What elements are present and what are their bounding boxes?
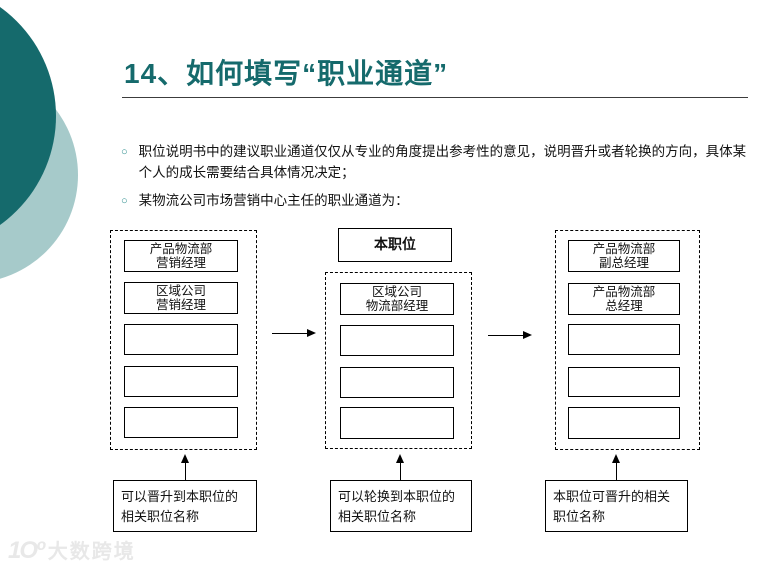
box-line: 本职位 bbox=[374, 236, 416, 253]
box-line: 区域公司 bbox=[155, 284, 206, 298]
box-line: 副总经理 bbox=[598, 256, 649, 270]
page-title: 14、如何填写“职业通道” bbox=[124, 58, 449, 89]
box-line: 产品物流部 bbox=[592, 285, 656, 299]
caption-line: 相关职位名称 bbox=[121, 508, 200, 524]
bullet-circle-icon: ○ bbox=[121, 146, 128, 158]
box-line: 区域公司 bbox=[371, 285, 422, 299]
caption-line: 可以轮换到本职位的 bbox=[338, 489, 456, 504]
bullet-list: ○ 职位说明书中的建议职业通道仅仅从专业的角度提出参考性的意见，说明晋升或者轮换… bbox=[121, 142, 749, 219]
box-line: 产品物流部 bbox=[149, 242, 213, 256]
watermark: 1Oº 大数跨境 bbox=[8, 535, 136, 565]
box-line: 产品物流部 bbox=[592, 242, 656, 256]
position-box: 产品物流部 营销经理 bbox=[124, 240, 238, 272]
position-box-empty bbox=[124, 324, 238, 355]
arrow-up-middle-caption bbox=[396, 454, 404, 480]
middle-column-container bbox=[325, 272, 472, 449]
caption-line: 可以晋升到本职位的 bbox=[121, 489, 239, 504]
position-box-empty bbox=[568, 407, 680, 439]
bullet-circle-icon: ○ bbox=[121, 194, 128, 207]
position-box: 区域公司 营销经理 bbox=[124, 282, 238, 314]
position-box-empty bbox=[340, 367, 454, 398]
list-item: ○ 某物流公司市场营销中心主任的职业通道为： bbox=[121, 191, 749, 212]
box-line: 营销经理 bbox=[155, 298, 206, 312]
position-box-empty bbox=[124, 366, 238, 397]
box-line: 营销经理 bbox=[155, 256, 206, 270]
position-box-empty bbox=[568, 324, 680, 355]
caption-promote-from: 本职位可晋升的相关 职位名称 bbox=[545, 480, 688, 532]
arrow-up-right-caption bbox=[612, 454, 620, 480]
bullet-text: 某物流公司市场营销中心主任的职业通道为： bbox=[138, 192, 409, 208]
watermark-text: 大数跨境 bbox=[47, 541, 136, 563]
box-line: 总经理 bbox=[605, 299, 643, 313]
caption-promote-to: 可以晋升到本职位的 相关职位名称 bbox=[113, 480, 257, 532]
current-position-box: 本职位 bbox=[338, 228, 452, 262]
position-box-empty bbox=[340, 325, 454, 356]
list-item: ○ 职位说明书中的建议职业通道仅仅从专业的角度提出参考性的意见，说明晋升或者轮换… bbox=[121, 142, 749, 184]
box-line: 物流部经理 bbox=[365, 299, 429, 313]
bullet-text: 职位说明书中的建议职业通道仅仅从专业的角度提出参考性的意见，说明晋升或者轮换的方… bbox=[138, 144, 747, 180]
title-underline bbox=[122, 97, 748, 98]
position-box: 区域公司 物流部经理 bbox=[340, 283, 454, 315]
position-box-empty bbox=[568, 367, 680, 397]
right-column-container bbox=[555, 230, 700, 450]
caption-rotate-to: 可以轮换到本职位的 相关职位名称 bbox=[330, 480, 472, 532]
caption-line: 相关职位名称 bbox=[338, 508, 417, 524]
arrow-middle-to-right bbox=[488, 331, 532, 339]
position-box: 产品物流部 副总经理 bbox=[568, 240, 680, 272]
arrow-left-to-middle bbox=[272, 329, 316, 337]
position-box-empty bbox=[124, 407, 238, 438]
position-box-empty bbox=[340, 407, 454, 439]
watermark-logo-icon: 1Oº bbox=[8, 537, 45, 564]
caption-line: 职位名称 bbox=[553, 508, 606, 524]
left-column-container bbox=[110, 230, 257, 450]
position-box: 产品物流部 总经理 bbox=[568, 283, 680, 315]
caption-line: 本职位可晋升的相关 bbox=[553, 489, 671, 504]
arrow-up-left-caption bbox=[181, 454, 189, 480]
